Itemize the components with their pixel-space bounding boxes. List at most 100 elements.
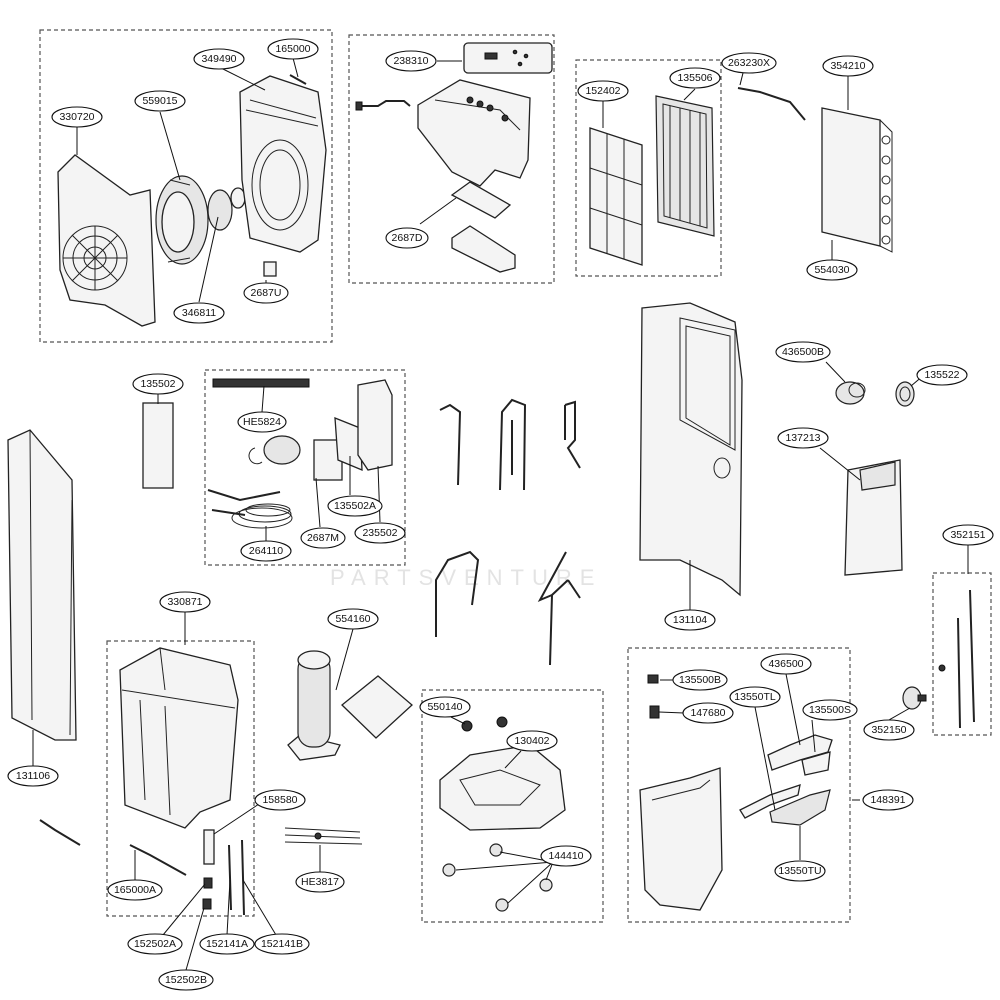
- svg-text:131104: 131104: [673, 614, 707, 626]
- svg-text:330720: 330720: [59, 111, 94, 123]
- screw-a-part: [203, 877, 213, 889]
- callout-HE3817: HE3817: [295, 871, 345, 893]
- svg-text:346811: 346811: [182, 307, 216, 319]
- group-base: [421, 689, 604, 923]
- bucket-lid-upper-part: [769, 789, 831, 826]
- svg-text:152502A: 152502A: [134, 938, 176, 950]
- callout-135502A: 135502A: [327, 495, 383, 517]
- side-panel-part: [7, 429, 77, 741]
- callout-263230X: 263230X: [721, 52, 777, 74]
- callout-550140: 550140: [419, 696, 471, 718]
- svg-text:135502: 135502: [140, 378, 175, 390]
- callout-352150: 352150: [863, 719, 915, 741]
- svg-text:165000A: 165000A: [114, 884, 156, 896]
- refrigerant-tubing-part: [435, 398, 581, 666]
- callout-165000: 165000: [267, 38, 319, 60]
- scroll-housing-part: [239, 75, 327, 253]
- rod-clip-part: [938, 664, 946, 672]
- control-board-upper-part: [450, 181, 512, 219]
- svg-text:152141A: 152141A: [206, 938, 248, 950]
- svg-text:152141B: 152141B: [261, 938, 303, 950]
- callout-152502B: 152502B: [158, 969, 214, 991]
- compressor-part: [287, 650, 341, 761]
- insulation-pad-part: [341, 675, 413, 739]
- svg-text:550140: 550140: [427, 701, 462, 713]
- callout-158580: 158580: [254, 789, 306, 811]
- group-tank-housing: [106, 640, 255, 917]
- callout-137213: 137213: [777, 427, 829, 449]
- callout-2687D: 2687D: [385, 227, 429, 249]
- valve-part: [902, 686, 927, 710]
- callout-436500: 436500: [760, 653, 812, 675]
- top-cover-part: [417, 79, 531, 187]
- leader-lines: [32, 57, 969, 971]
- svg-text:352150: 352150: [871, 724, 906, 736]
- power-cord-part: [231, 503, 293, 529]
- part-callouts: 330720 559015 349490 165000 2687U 346811…: [7, 38, 994, 991]
- group-filters: [575, 59, 722, 277]
- guide-rods-part: [957, 589, 975, 729]
- callout-349490: 349490: [193, 48, 245, 70]
- grommet-part: [895, 381, 915, 407]
- blower-wheel-part: [155, 175, 209, 265]
- callout-330720: 330720: [51, 106, 103, 128]
- svg-text:135500S: 135500S: [809, 704, 851, 716]
- callout-330871: 330871: [159, 591, 211, 613]
- group-water-bucket: [627, 647, 851, 923]
- callout-131104: 131104: [664, 609, 716, 631]
- svg-text:152402: 152402: [585, 85, 620, 97]
- callout-559015: 559015: [134, 90, 186, 112]
- group-control-panel: [348, 34, 555, 284]
- svg-text:13550TL: 13550TL: [734, 691, 776, 703]
- screw-b-part: [202, 898, 212, 910]
- svg-text:13550TU: 13550TU: [778, 865, 821, 877]
- callout-152141B: 152141B: [254, 933, 310, 955]
- front-panel-part: [639, 302, 743, 597]
- svg-text:158580: 158580: [262, 794, 297, 806]
- float-switch-part: [203, 829, 215, 865]
- bushing-b-part: [496, 716, 508, 728]
- callout-354210: 354210: [822, 55, 874, 77]
- tube-part: [737, 87, 806, 121]
- base-pan-part: [439, 744, 566, 831]
- callout-264110: 264110: [240, 540, 292, 562]
- callout-13550TL: 13550TL: [729, 686, 781, 708]
- tube-bundle-part: [284, 827, 363, 845]
- svg-text:137213: 137213: [785, 432, 820, 444]
- pcb-part: [334, 417, 363, 471]
- callout-165000A: 165000A: [107, 879, 163, 901]
- harness-part: [360, 100, 411, 107]
- group-rods: [932, 572, 992, 736]
- svg-text:354210: 354210: [830, 60, 865, 72]
- svg-text:147680: 147680: [690, 707, 725, 719]
- callout-13550TU: 13550TU: [774, 860, 826, 882]
- callout-436500B: 436500B: [775, 341, 831, 363]
- bucket-lid-lower-part: [739, 784, 801, 819]
- callout-135500S: 135500S: [802, 699, 858, 721]
- svg-text:436500: 436500: [768, 658, 803, 670]
- drain-hose-part: [129, 844, 187, 876]
- svg-text:2687M: 2687M: [307, 532, 339, 544]
- callout-135506: 135506: [669, 67, 721, 89]
- svg-text:264110: 264110: [249, 545, 283, 557]
- svg-text:135502A: 135502A: [334, 500, 376, 512]
- harness-plug-part: [355, 101, 363, 111]
- svg-text:152502B: 152502B: [165, 974, 207, 986]
- callout-130402: 130402: [506, 730, 558, 752]
- evaporator-coil-part: [821, 107, 893, 253]
- svg-text:165000: 165000: [275, 43, 310, 55]
- callout-238310: 238310: [385, 50, 437, 72]
- svg-text:235502: 235502: [362, 527, 397, 539]
- group-electrical: [204, 369, 406, 566]
- svg-text:HE3817: HE3817: [301, 876, 339, 888]
- mesh-filter-part: [655, 95, 715, 237]
- bucket-float-part: [801, 751, 831, 776]
- small-bracket-part: [263, 261, 277, 277]
- svg-text:135500B: 135500B: [679, 674, 721, 686]
- svg-text:2687D: 2687D: [392, 232, 423, 244]
- electrical-cover-part: [142, 402, 174, 489]
- bucket-switch-part: [649, 705, 660, 719]
- svg-text:135506: 135506: [677, 72, 712, 84]
- svg-text:554030: 554030: [814, 264, 849, 276]
